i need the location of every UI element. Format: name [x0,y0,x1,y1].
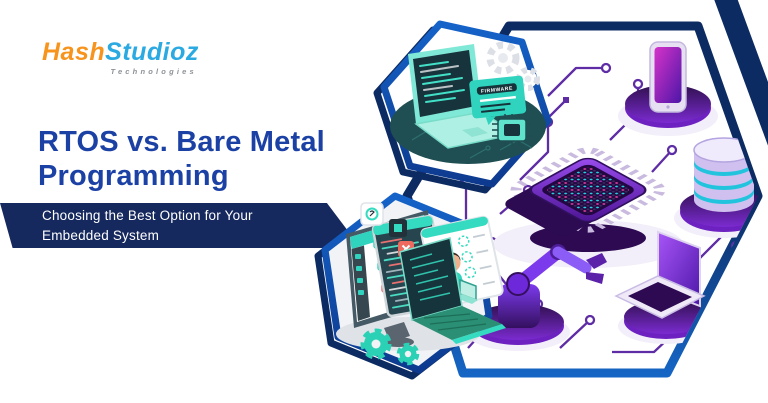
microchip-icon [492,114,532,146]
page-title: RTOS vs. Bare Metal Programming [38,126,368,193]
subtitle-line-2: Embedded System [42,227,160,243]
hexagon-laptop-code: FIRMWARE [373,20,552,194]
smartphone-icon [618,41,718,136]
chip-card-icon [389,219,407,237]
logo-text-studioz: Studioz [105,38,199,66]
hashstudioz-logo: HashStudioz Technologies [42,40,199,76]
subtitle-ribbon: Choosing the Best Option for Your Embedd… [0,203,350,248]
cpu-chip-icon [493,147,683,268]
robot-arm-icon [466,244,607,351]
firmware-card-icon: FIRMWARE [469,75,527,126]
logo-text-hash: Hash [42,38,106,66]
title-line-2: Programming [38,159,229,192]
laptop-code-icon [408,44,518,149]
corner-accent-stripe [714,0,768,146]
title-line-1: RTOS vs. Bare Metal [38,126,325,158]
hexagon-developer [314,192,506,380]
dev-laptop-icon [399,237,506,344]
firmware-label: FIRMWARE [481,86,514,95]
logo-tagline: Technologies [110,67,197,76]
subtitle-line-1: Choosing the Best Option for Your [42,208,253,224]
gear-icon [360,328,420,366]
brain-chip-icon [360,202,384,226]
